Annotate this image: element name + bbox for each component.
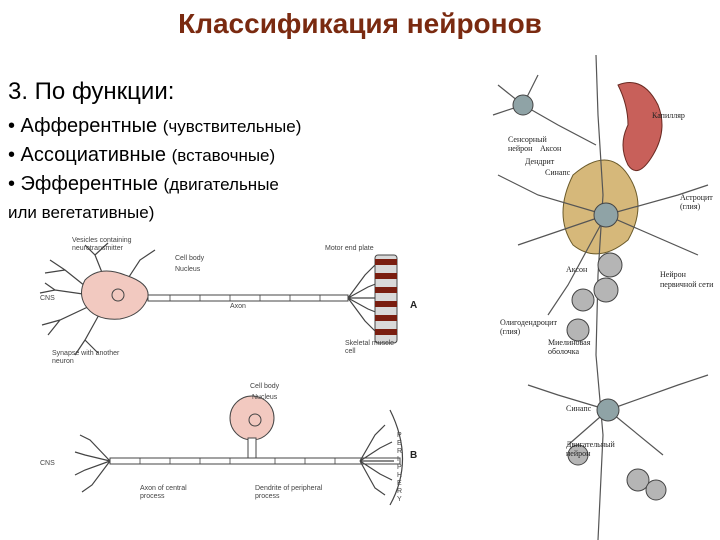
label-motor-neuron: Двигательный нейрон <box>566 440 618 458</box>
neuron-network-illustration <box>478 55 720 540</box>
label-neuron-network: первичной сети <box>660 280 713 289</box>
label-end-plate: Motor end plate <box>325 245 374 253</box>
label-axon-central: Axon of central process <box>140 485 200 501</box>
bullet-afferent-main: • Афферентные <box>8 115 157 137</box>
bullet-efferent: • Эфферентные (двигательные <box>8 170 301 199</box>
label-oligodendrocyte: Олигодендроцит (глия) <box>500 318 560 336</box>
label-synapse-a: Synapse with another neuron <box>52 350 122 366</box>
label-capillary: Капилляр <box>652 111 685 120</box>
label-cell-body-b: Cell body <box>250 383 279 391</box>
label-axon-top: Аксон <box>540 144 561 153</box>
slide-title: Классификация нейронов <box>0 8 720 40</box>
bullet-efferent-main: • Эфферентные <box>8 173 158 195</box>
label-cns-b: CNS <box>40 460 55 468</box>
bullet-associative-main: • Ассоциативные <box>8 144 166 166</box>
label-dendrite-peripheral: Dendrite of peripheral process <box>255 485 325 501</box>
bullet-afferent: • Афферентные (чувствительные) <box>8 112 301 141</box>
label-muscle: Skeletal muscle cell <box>345 340 395 356</box>
label-synapse-top: Синапс <box>545 168 570 177</box>
label-dendrite: Дендрит <box>525 157 554 166</box>
letter-b: B <box>410 450 417 461</box>
sensory-neuron-diagram <box>30 380 430 510</box>
label-cell-body-a: Cell body <box>175 255 204 263</box>
bullet-continuation: или вегетативные) <box>8 199 301 227</box>
bullet-afferent-sub: (чувствительные) <box>163 117 302 136</box>
bullet-associative: • Ассоциативные (вставочные) <box>8 141 301 170</box>
label-synapse-bottom: Синапс <box>566 404 591 413</box>
label-vesicles: Vesicles containing neurotransmitter <box>72 237 162 253</box>
label-nucleus-b: Nucleus <box>252 394 277 402</box>
label-axon-mid: Аксон <box>566 265 587 274</box>
label-nucleus-a: Nucleus <box>175 266 200 274</box>
bullet-efferent-sub: (двигательные <box>164 175 279 194</box>
label-axon-a: Axon <box>230 303 246 311</box>
label-myelin: Миелиновая оболочка <box>548 338 596 356</box>
label-neuron-first: Нейрон <box>660 270 686 279</box>
bullet-associative-sub: (вставочные) <box>172 146 276 165</box>
letter-a: A <box>410 300 417 311</box>
label-cns-a: CNS <box>40 295 55 303</box>
label-periphery: P E R I P H E R Y <box>397 432 403 504</box>
bullet-list: • Афферентные (чувствительные) • Ассоциа… <box>8 112 301 227</box>
section-heading: 3. По функции: <box>8 78 174 106</box>
label-astrocyte: Астроцит (глия) <box>680 193 718 211</box>
